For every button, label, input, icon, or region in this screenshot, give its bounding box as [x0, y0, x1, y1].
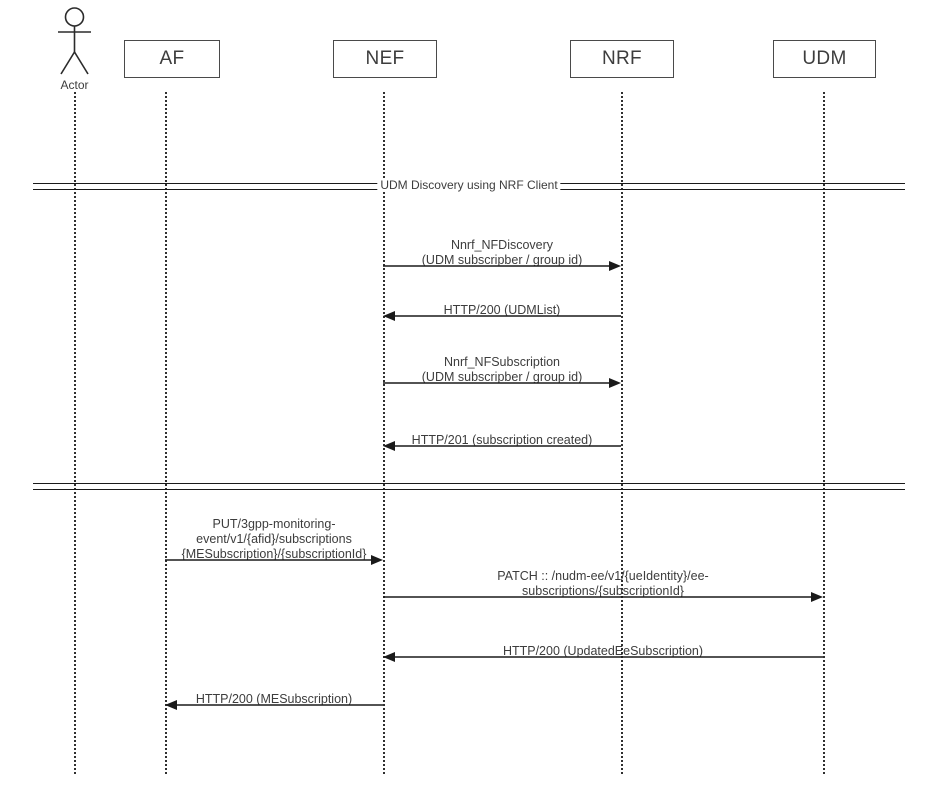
message-label-line: (UDM subscripber / group id)	[421, 253, 583, 267]
message-http200-mesubscription: HTTP/200 (MESubscription)	[165, 685, 383, 711]
separator-rule-top	[33, 483, 905, 484]
message-label-line: PATCH :: /nudm-ee/v1/{ueIdentity}/ee-	[497, 569, 709, 583]
message-label-line: HTTP/200 (MESubscription)	[195, 692, 353, 706]
participant-box-nef[interactable]: NEF	[333, 40, 437, 78]
message-label: HTTP/200 (UDMList)	[383, 303, 621, 318]
message-label-line: HTTP/200 (UpdatedEeSubscription)	[502, 644, 704, 658]
message-arrow-right	[383, 591, 823, 603]
actor-figure	[52, 6, 97, 78]
message-arrow-left	[383, 440, 621, 452]
message-label: PATCH :: /nudm-ee/v1/{ueIdentity}/ee- su…	[383, 569, 823, 599]
message-label-line: event/v1/{afid}/subscriptions	[196, 532, 352, 546]
message-http200-updatedeesubscription: HTTP/200 (UpdatedEeSubscription)	[383, 637, 823, 663]
message-label: HTTP/200 (MESubscription)	[165, 692, 383, 707]
message-nnrf-nfsubscription: Nnrf_NFSubscription (UDM subscripber / g…	[383, 342, 621, 389]
participant-label-actor: Actor	[60, 78, 89, 92]
separator-rule-bottom	[33, 489, 905, 490]
message-label-line: Nnrf_NFSubscription	[443, 355, 560, 369]
message-label-line: (UDM subscripber / group id)	[421, 370, 583, 384]
participant-label-udm: UDM	[802, 48, 847, 69]
lifeline-nef	[383, 92, 385, 774]
message-patch-nudm-ee: PATCH :: /nudm-ee/v1/{ueIdentity}/ee- su…	[383, 556, 823, 603]
message-put-3gpp-monitoring-event: PUT/3gpp-monitoring- event/v1/{afid}/sub…	[165, 503, 383, 566]
message-arrow-right	[383, 377, 621, 389]
message-nnrf-nfdiscovery: Nnrf_NFDiscovery (UDM subscripber / grou…	[383, 225, 621, 272]
participant-box-nrf[interactable]: NRF	[570, 40, 674, 78]
lifeline-udm	[823, 92, 825, 774]
participant-label-nrf: NRF	[602, 48, 642, 69]
message-label-line: HTTP/201 (subscription created)	[411, 433, 593, 447]
message-label: Nnrf_NFSubscription (UDM subscripber / g…	[383, 355, 621, 385]
lifeline-af	[165, 92, 167, 774]
message-label: Nnrf_NFDiscovery (UDM subscripber / grou…	[383, 238, 621, 268]
separator-label-udm-discovery: UDM Discovery using NRF Client	[377, 178, 561, 192]
separator-udm-discovery: UDM Discovery using NRF Client	[33, 178, 905, 192]
message-arrow-right	[165, 554, 383, 566]
message-label-line: Nnrf_NFDiscovery	[450, 238, 554, 252]
actor-icon	[58, 7, 91, 75]
participant-box-udm[interactable]: UDM	[773, 40, 876, 78]
message-label-line: PUT/3gpp-monitoring-	[212, 517, 336, 531]
message-arrow-left	[383, 310, 621, 322]
lifeline-nrf	[621, 92, 623, 774]
message-label: HTTP/200 (UpdatedEeSubscription)	[383, 644, 823, 659]
message-label-line: HTTP/200 (UDMList)	[443, 303, 561, 317]
message-label-line: subscriptions/{subscriptionId}	[522, 584, 684, 598]
message-label: PUT/3gpp-monitoring- event/v1/{afid}/sub…	[165, 517, 383, 562]
message-http200-udmlist: HTTP/200 (UDMList)	[383, 296, 621, 322]
participant-box-af[interactable]: AF	[124, 40, 220, 78]
message-label-line: {MESubscription}/{subscriptionId}	[181, 547, 367, 561]
message-arrow-left	[165, 699, 383, 711]
participant-label-nef: NEF	[365, 48, 405, 69]
message-arrow-right	[383, 260, 621, 272]
separator-second	[33, 483, 905, 490]
participant-label-af: AF	[159, 48, 185, 69]
message-arrow-left	[383, 651, 823, 663]
lifeline-actor	[74, 92, 76, 774]
message-http201-subscription-created: HTTP/201 (subscription created)	[383, 420, 621, 452]
message-label: HTTP/201 (subscription created)	[383, 433, 621, 448]
